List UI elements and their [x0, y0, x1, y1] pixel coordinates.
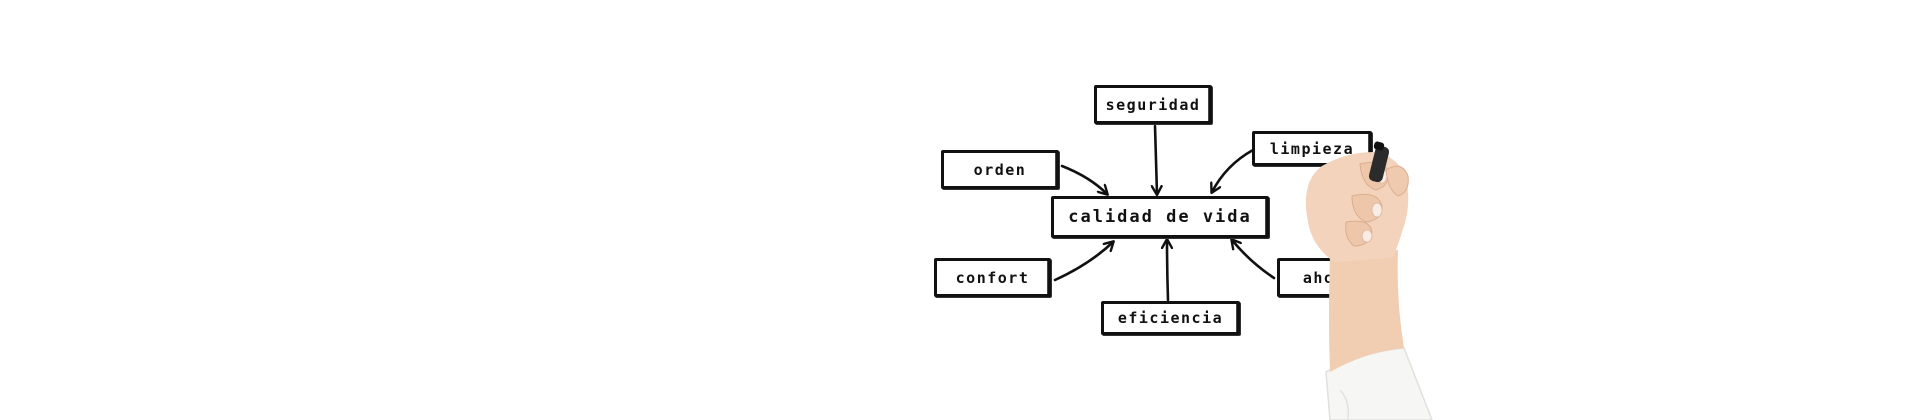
- marker-pen: [1368, 141, 1390, 183]
- arrow-ahorro: [1232, 240, 1276, 280]
- node-orden: orden: [941, 150, 1059, 189]
- arrow-eficiencia: [1167, 240, 1168, 302]
- thumb: [1385, 165, 1409, 197]
- node-center: calidad de vida: [1051, 196, 1269, 238]
- forearm: [1329, 250, 1404, 372]
- arrow-orden: [1060, 164, 1107, 194]
- arrow-seguridad: [1155, 124, 1157, 194]
- node-confort: confort: [934, 258, 1051, 297]
- arrow-confort: [1053, 242, 1113, 282]
- arrow-limpieza: [1212, 148, 1255, 192]
- node-eficiencia: eficiencia: [1101, 301, 1240, 335]
- node-seguridad: seguridad: [1094, 85, 1212, 124]
